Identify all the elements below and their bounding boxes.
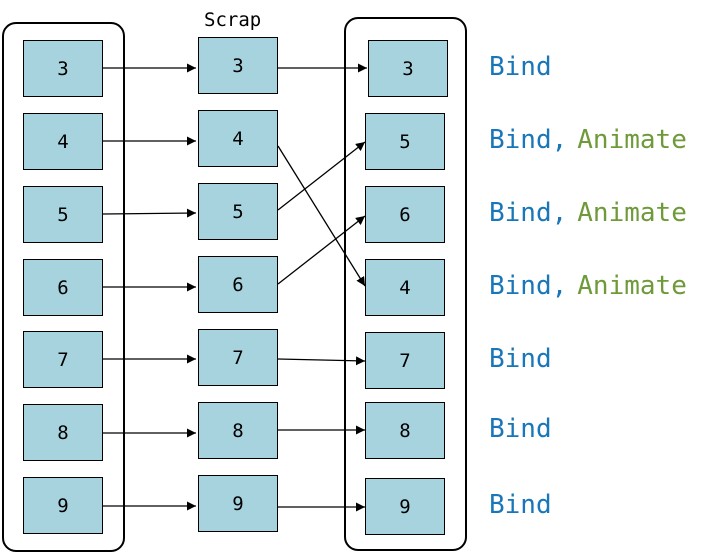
animate-label: Animate	[577, 271, 687, 301]
arrow-left-5-to-scrap	[102, 208, 197, 218]
bind-label: Bind,	[489, 271, 568, 301]
bind-label: Bind	[489, 490, 552, 520]
scrap-title: Scrap	[204, 9, 262, 31]
left-node: 3	[23, 40, 103, 97]
left-node: 4	[23, 113, 103, 170]
right-node: 9	[365, 478, 445, 535]
annotation-row-7: Bind	[489, 490, 552, 520]
annotation-row-2: Bind, Animate	[489, 125, 687, 155]
annotation-row-4: Bind, Animate	[489, 271, 687, 301]
animate-label: Animate	[577, 125, 687, 155]
right-node: 7	[365, 332, 445, 389]
left-node: 9	[23, 477, 103, 534]
annotation-row-1: Bind	[489, 52, 552, 82]
annotation-row-5: Bind	[489, 344, 552, 374]
bind-label: Bind,	[489, 198, 568, 228]
left-node: 8	[23, 404, 103, 461]
left-node: 7	[23, 331, 103, 388]
left-node: 5	[23, 186, 103, 243]
scrap-node: 9	[198, 475, 278, 532]
right-column-group	[344, 17, 467, 551]
bind-label: Bind	[489, 52, 552, 82]
bind-label: Bind	[489, 414, 552, 444]
animate-label: Animate	[577, 198, 687, 228]
left-node: 6	[23, 259, 103, 316]
arrow-scrap-6-to-right	[277, 215, 366, 285]
right-node: 6	[365, 186, 445, 243]
annotation-row-6: Bind	[489, 414, 552, 444]
right-node: 5	[365, 113, 445, 170]
right-node: 3	[368, 40, 448, 97]
arrow-scrap-7-to-right	[277, 356, 366, 366]
scrap-node: 7	[198, 329, 278, 386]
arrow-scrap-5-to-right	[277, 141, 366, 211]
left-column-group	[2, 22, 125, 552]
right-node: 4	[365, 259, 445, 316]
scrap-node: 3	[198, 37, 278, 94]
annotation-row-3: Bind, Animate	[489, 198, 687, 228]
scrap-node: 4	[198, 110, 278, 167]
scrap-node: 6	[198, 256, 278, 313]
bind-label: Bind,	[489, 125, 568, 155]
bind-label: Bind	[489, 344, 552, 374]
right-node: 8	[365, 402, 445, 459]
scrap-node: 5	[198, 183, 278, 240]
arrow-scrap-4-to-right	[277, 145, 366, 287]
scrap-node: 8	[198, 402, 278, 459]
